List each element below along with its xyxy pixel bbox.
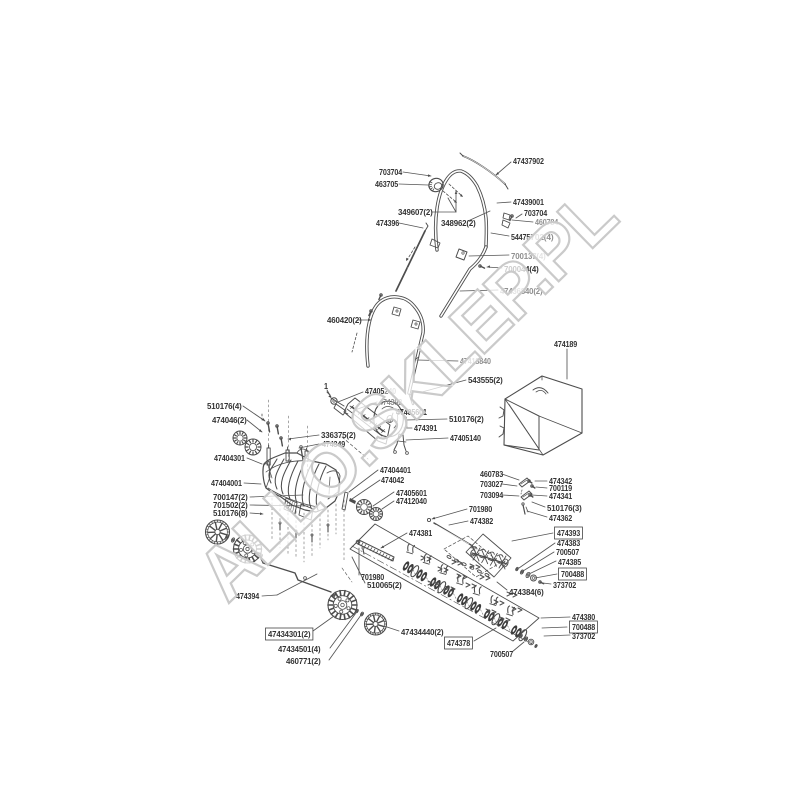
svg-text:47434440(2): 47434440(2) xyxy=(401,628,444,637)
svg-text:460784: 460784 xyxy=(535,218,559,227)
svg-text:47437902: 47437902 xyxy=(513,157,544,166)
svg-text:474394: 474394 xyxy=(236,592,260,601)
svg-text:47404401: 47404401 xyxy=(380,466,411,475)
svg-text:474046(2): 474046(2) xyxy=(212,416,247,425)
svg-text:474349: 474349 xyxy=(322,440,346,449)
svg-text:701502(2): 701502(2) xyxy=(213,501,248,510)
svg-text:703027: 703027 xyxy=(480,480,504,489)
svg-text:47405: 47405 xyxy=(365,387,385,396)
svg-text:702(4): 702(4) xyxy=(530,233,554,242)
svg-text:510176(4): 510176(4) xyxy=(207,402,242,411)
svg-text:474396: 474396 xyxy=(376,219,400,228)
svg-text:543555(2): 543555(2) xyxy=(468,376,503,385)
svg-text:348962(2): 348962(2) xyxy=(441,219,476,228)
svg-text:349607(2): 349607(2) xyxy=(398,208,433,217)
svg-text:700147(2): 700147(2) xyxy=(213,493,248,502)
svg-text:703094: 703094 xyxy=(480,491,504,500)
svg-text:463705: 463705 xyxy=(375,180,399,189)
svg-text:701980: 701980 xyxy=(361,573,385,582)
svg-text:474378: 474378 xyxy=(447,639,471,648)
svg-text:474392: 474392 xyxy=(379,398,403,407)
svg-text:460771(2): 460771(2) xyxy=(286,657,321,666)
svg-text:474384(6): 474384(6) xyxy=(509,588,544,597)
svg-text:47434501(4): 47434501(4) xyxy=(278,645,321,654)
svg-text:474382: 474382 xyxy=(470,517,494,526)
svg-text:701980: 701980 xyxy=(469,505,493,514)
svg-text:700044(4): 700044(4) xyxy=(504,265,539,274)
svg-text:460783: 460783 xyxy=(480,470,504,479)
svg-text:47412040: 47412040 xyxy=(396,497,427,506)
svg-text:700507: 700507 xyxy=(490,650,514,659)
svg-text:47405601: 47405601 xyxy=(396,408,427,417)
svg-text:474189: 474189 xyxy=(554,340,578,349)
svg-text:47434301(2): 47434301(2) xyxy=(268,630,311,639)
svg-text:510176(3): 510176(3) xyxy=(547,504,582,513)
svg-text:700119: 700119 xyxy=(549,484,573,493)
svg-text:474042: 474042 xyxy=(381,476,405,485)
svg-text:474393: 474393 xyxy=(557,529,581,538)
svg-text:510176(2): 510176(2) xyxy=(449,415,484,424)
svg-text:240: 240 xyxy=(384,387,396,396)
svg-text:336375(2): 336375(2) xyxy=(321,431,356,440)
svg-text:700137(4): 700137(4) xyxy=(511,252,546,261)
svg-text:700507: 700507 xyxy=(556,548,580,557)
svg-text:474383: 474383 xyxy=(557,539,581,548)
svg-text:1: 1 xyxy=(324,382,329,391)
svg-text:510065(2): 510065(2) xyxy=(367,581,402,590)
svg-text:47436840(2): 47436840(2) xyxy=(500,287,543,296)
svg-text:700488: 700488 xyxy=(572,623,596,632)
svg-text:47405601: 47405601 xyxy=(396,489,427,498)
svg-text:700488: 700488 xyxy=(561,570,585,579)
svg-text:47418840: 47418840 xyxy=(460,357,491,366)
svg-text:474381: 474381 xyxy=(409,529,433,538)
svg-text:47439001: 47439001 xyxy=(513,198,544,207)
svg-text:373702: 373702 xyxy=(553,581,577,590)
svg-text:474385: 474385 xyxy=(558,558,582,567)
svg-text:54475: 54475 xyxy=(511,233,531,242)
svg-text:474380: 474380 xyxy=(572,613,596,622)
svg-text:703704: 703704 xyxy=(524,209,548,218)
svg-text:47404301: 47404301 xyxy=(214,454,245,463)
svg-text:510176(8): 510176(8) xyxy=(213,509,248,518)
svg-text:460420(2): 460420(2) xyxy=(327,316,362,325)
svg-text:474342: 474342 xyxy=(549,477,573,486)
svg-text:474341: 474341 xyxy=(549,492,573,501)
svg-text:474362: 474362 xyxy=(549,514,573,523)
svg-text:703704: 703704 xyxy=(379,168,403,177)
svg-text:373702: 373702 xyxy=(572,632,596,641)
svg-text:47404001: 47404001 xyxy=(211,479,242,488)
svg-text:474391: 474391 xyxy=(414,424,438,433)
svg-text:47405140: 47405140 xyxy=(450,434,481,443)
